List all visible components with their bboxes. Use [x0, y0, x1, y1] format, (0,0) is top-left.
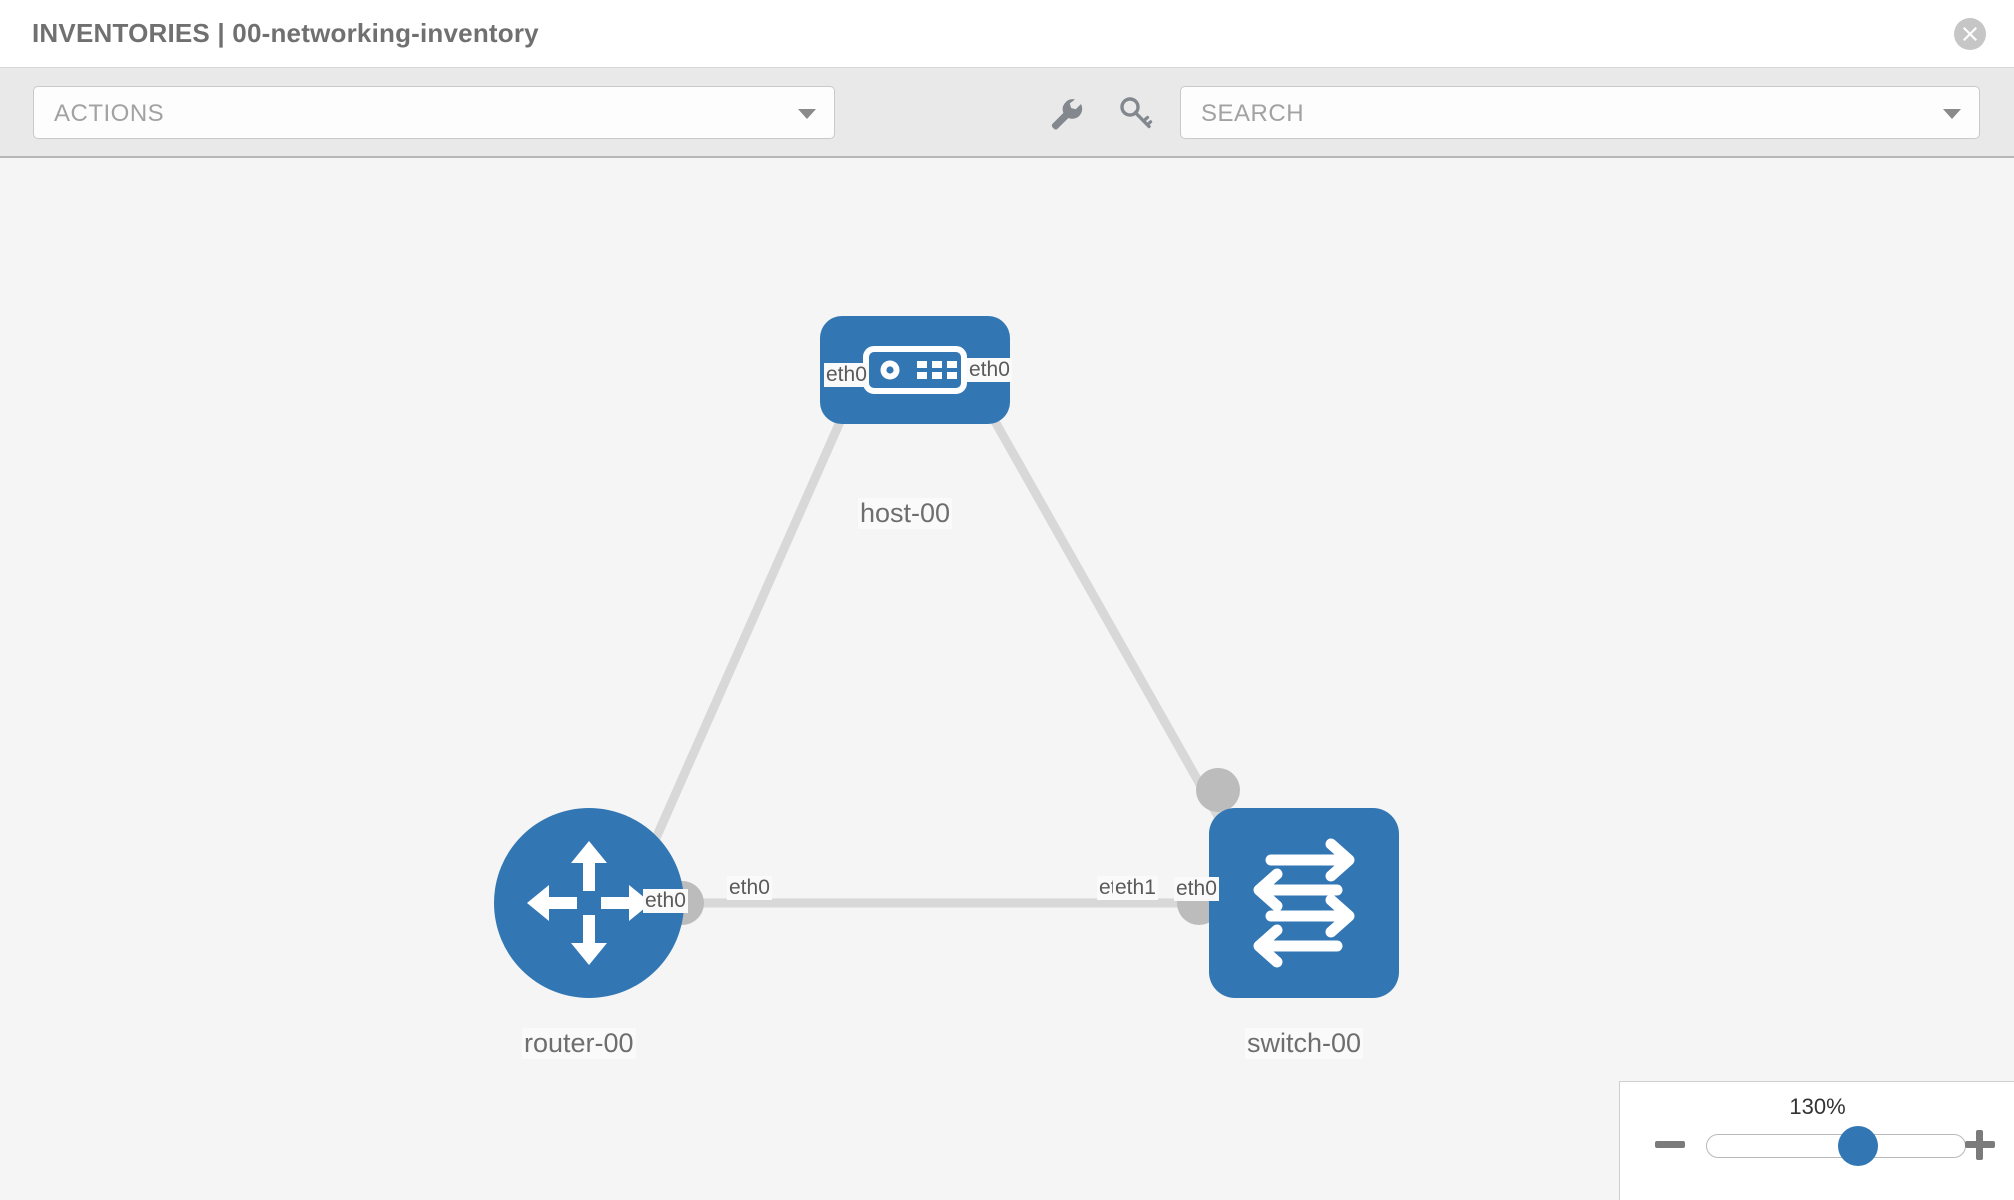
page-title: INVENTORIES | 00-networking-inventory	[32, 18, 539, 48]
node-host-00-label: host-00	[858, 498, 953, 529]
port-switch-eth0-up[interactable]	[1196, 768, 1240, 812]
node-host-00[interactable]: host-00	[820, 316, 1010, 529]
topology-canvas[interactable]: host-00 route	[0, 158, 2014, 1200]
zoom-out-button[interactable]	[1653, 1128, 1687, 1162]
chevron-down-icon	[798, 109, 816, 119]
zoom-level-label: 130%	[1789, 1094, 1846, 1119]
close-icon[interactable]	[1954, 18, 1986, 50]
node-switch-00-label: switch-00	[1245, 1028, 1364, 1059]
actions-dropdown[interactable]: ACTIONS	[33, 86, 835, 139]
zoom-control-panel: 130%	[1619, 1081, 2014, 1200]
switch-arrows-icon	[1239, 838, 1369, 973]
zoom-in-button[interactable]	[1963, 1128, 1997, 1162]
toolbar: ACTIONS SEARCH	[0, 68, 2014, 158]
search-input[interactable]: SEARCH	[1180, 86, 1980, 139]
zoom-slider-thumb[interactable]	[1838, 1126, 1878, 1166]
server-icon	[863, 346, 967, 399]
link-host-switch	[958, 360, 1240, 851]
chevron-down-icon[interactable]	[1943, 109, 1961, 119]
edge-label-switch-upper: eth0	[1174, 877, 1219, 901]
link-host-router	[640, 361, 871, 865]
search-placeholder: SEARCH	[1201, 100, 1305, 127]
edge-label-host-right: eth0	[967, 358, 1012, 382]
wrench-icon[interactable]	[1046, 94, 1084, 132]
topology-links	[640, 360, 1240, 908]
edge-label-router-right: eth0	[727, 876, 772, 900]
router-arrows-icon	[521, 835, 657, 976]
node-switch-00[interactable]: switch-00	[1209, 808, 1399, 1059]
edge-label-switch-left-front: eth1	[1113, 876, 1158, 900]
node-router-00-label: router-00	[522, 1028, 636, 1059]
zoom-slider-track[interactable]	[1706, 1134, 1966, 1158]
node-switch-00-shape	[1209, 808, 1399, 998]
key-icon[interactable]	[1116, 94, 1154, 132]
page-header: INVENTORIES | 00-networking-inventory	[0, 0, 2014, 68]
node-router-00[interactable]: router-00	[494, 808, 684, 1059]
edge-label-host-left: eth0	[824, 363, 869, 387]
edge-label-router-upper: eth0	[643, 889, 688, 913]
actions-dropdown-label: ACTIONS	[54, 100, 165, 127]
